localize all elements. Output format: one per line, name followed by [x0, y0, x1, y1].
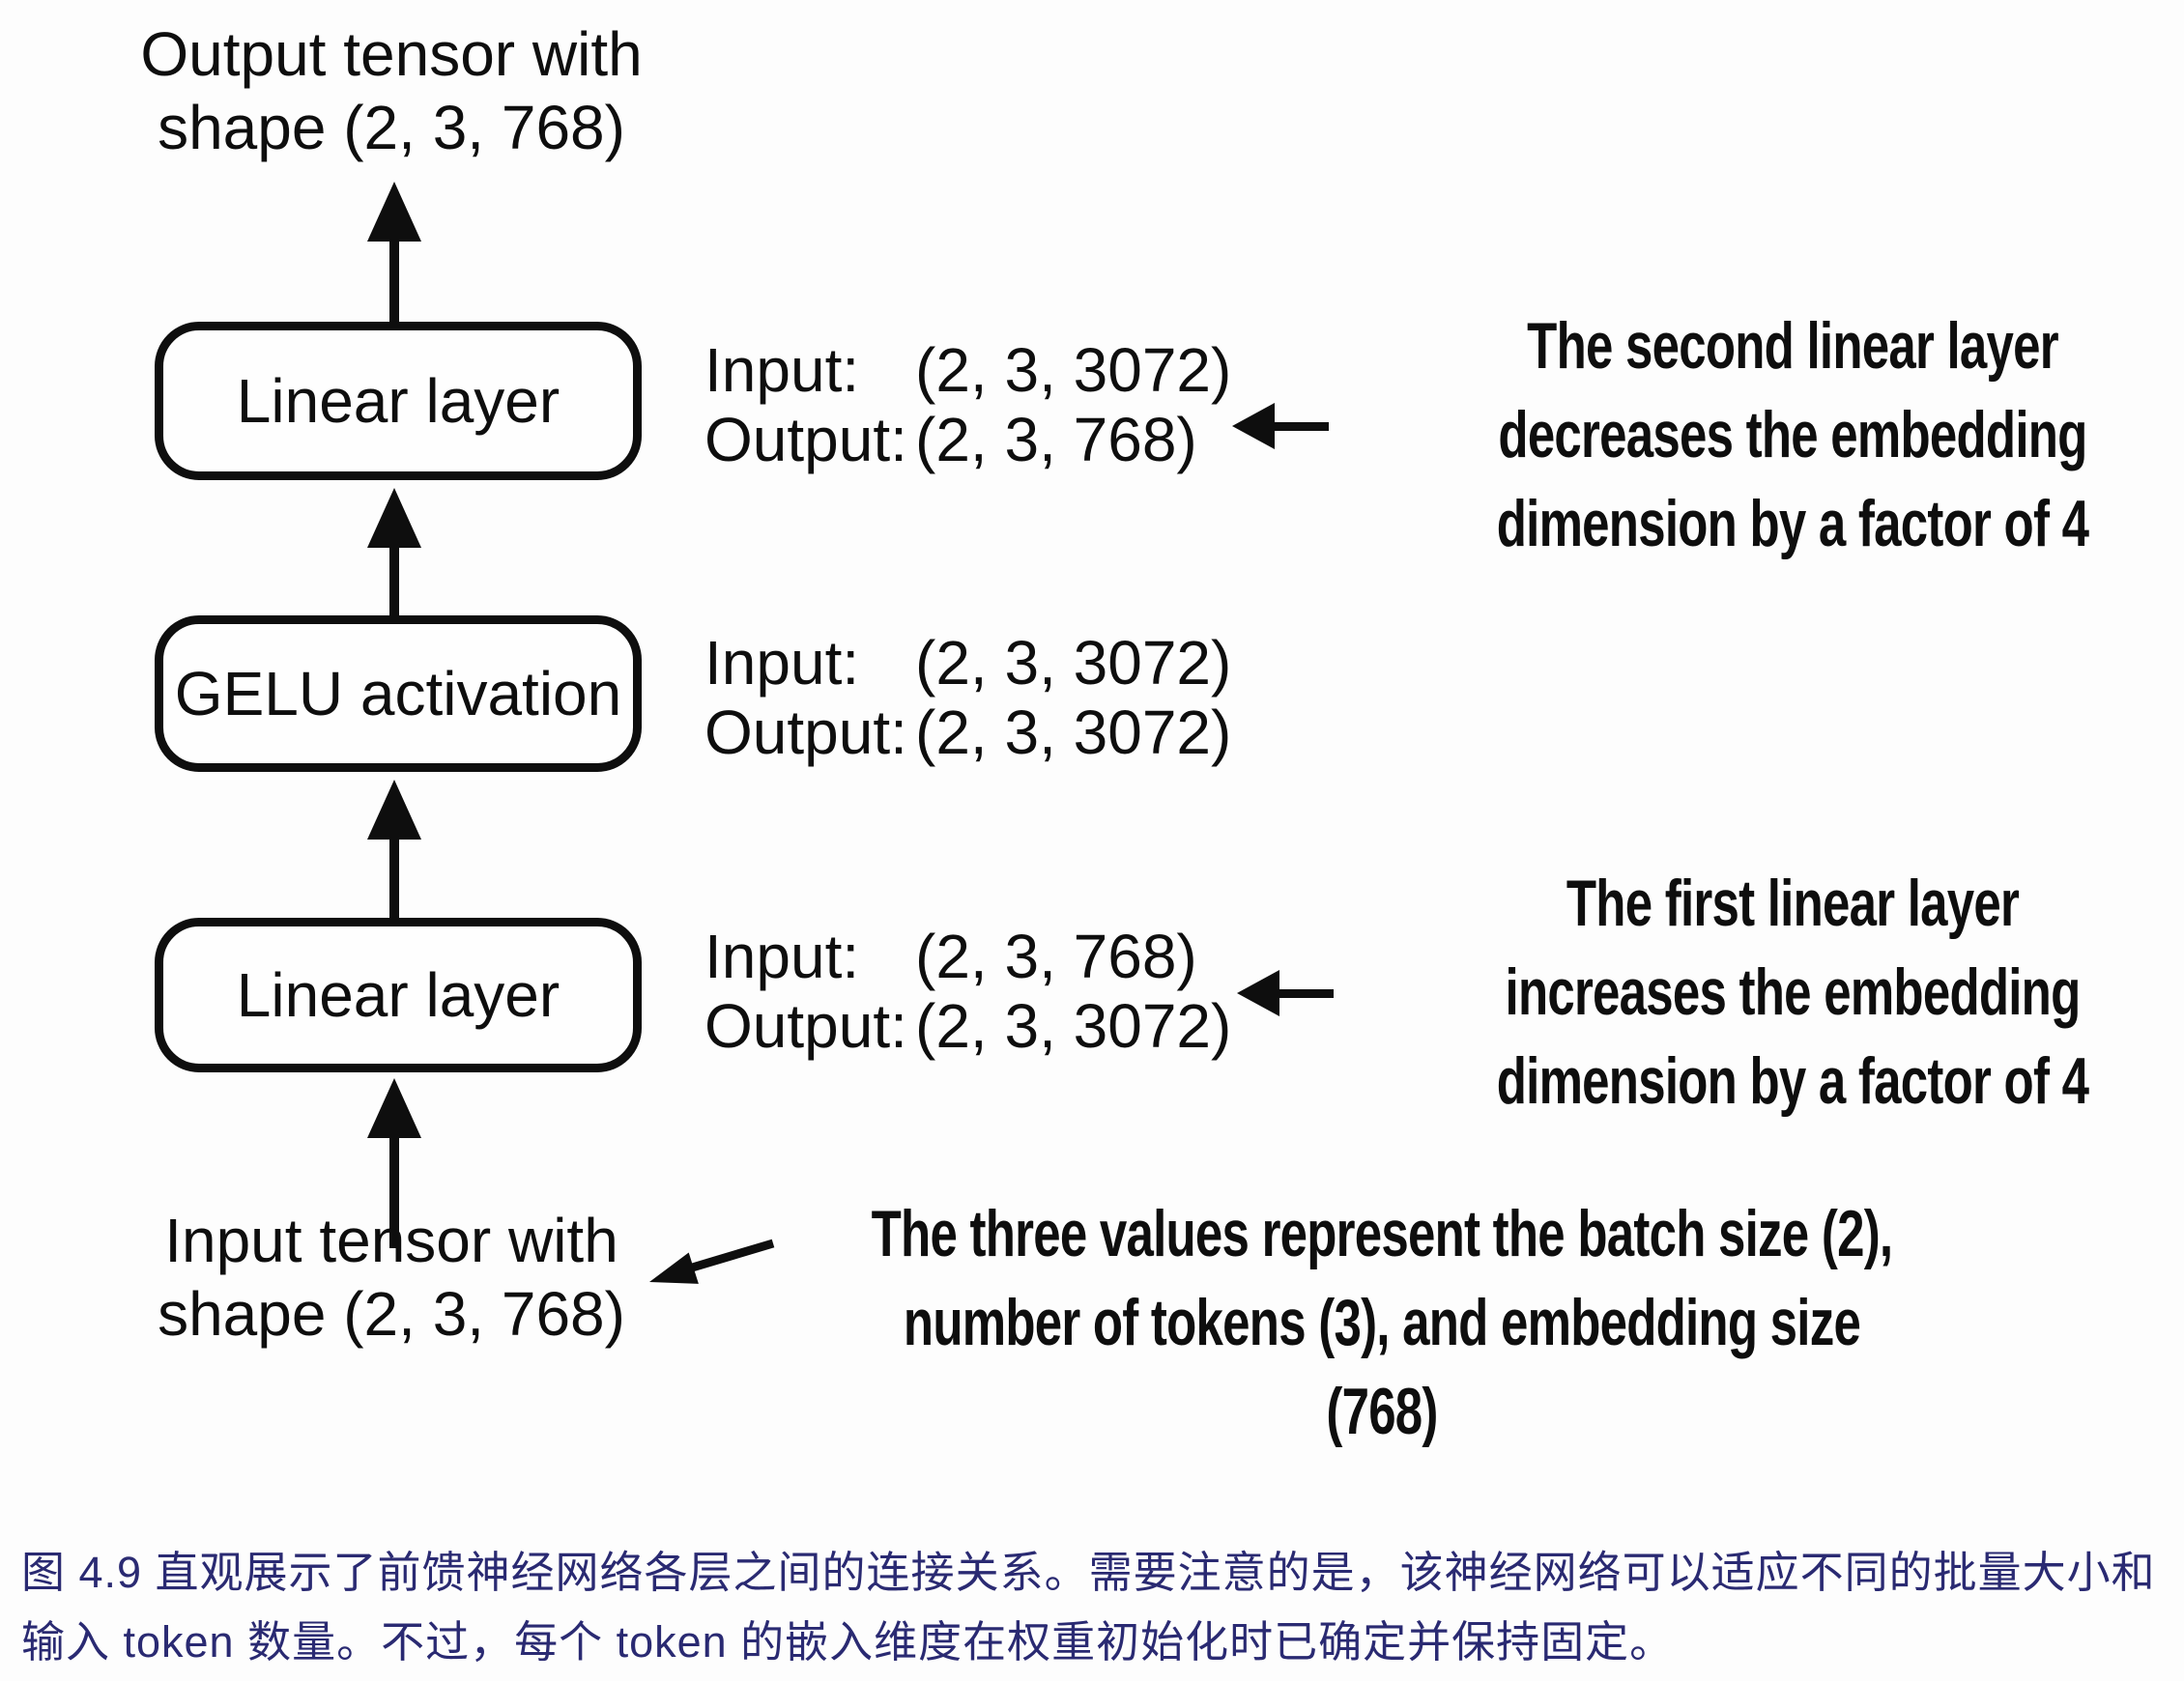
input-tensor-label: Input tensor with shape (2, 3, 768) — [150, 1204, 633, 1351]
annotation-line: increases the embedding — [1505, 955, 2082, 1029]
io-shapes-linear-layer-2: Input: (2, 3, 3072) Output:(2, 3, 768) — [704, 335, 1231, 474]
output-tensor-line2: shape (2, 3, 768) — [158, 93, 625, 162]
io-input-row: Input: (2, 3, 768) — [704, 922, 1231, 991]
arrow-shaft — [1271, 422, 1329, 431]
up-arrow-icon — [367, 1078, 421, 1248]
annotation-line: decreases the embedding — [1498, 398, 2087, 471]
io-shapes-linear-layer-1: Input: (2, 3, 768) Output:(2, 3, 3072) — [704, 922, 1231, 1061]
annotation-line: number of tokens (3), and embedding size — [903, 1286, 1861, 1359]
annotation-line: The second linear layer — [1527, 309, 2058, 383]
annotation-line: dimension by a factor of 4 — [1496, 487, 2089, 560]
input-tensor-line2: shape (2, 3, 768) — [158, 1279, 625, 1349]
io-input-row: Input: (2, 3, 3072) — [704, 335, 1231, 405]
up-arrowhead-icon — [367, 182, 421, 242]
annotation-three-values: The three values represent the batch siz… — [730, 1189, 2034, 1456]
output-shape: (2, 3, 3072) — [915, 991, 1232, 1061]
linear-layer-1-label: Linear layer — [236, 960, 560, 1030]
linear-layer-2-box: Linear layer — [155, 322, 642, 480]
left-arrow-icon — [1237, 970, 1334, 1016]
annotation-second-linear-layer: The second linear layer decreases the em… — [1430, 301, 2155, 568]
arrow-shaft — [389, 834, 399, 918]
up-arrowhead-icon — [367, 780, 421, 840]
annotation-first-linear-layer: The first linear layer increases the emb… — [1430, 859, 2155, 1125]
output-label: Output: — [704, 405, 907, 474]
linear-layer-1-box: Linear layer — [155, 918, 642, 1072]
input-label: Input: — [704, 335, 860, 405]
input-shape: (2, 3, 768) — [915, 922, 1197, 991]
figure-caption: 图 4.9 直观展示了前馈神经网络各层之间的连接关系。需要注意的是，该神经网络可… — [21, 1538, 2163, 1677]
io-shapes-gelu: Input: (2, 3, 3072) Output:(2, 3, 3072) — [704, 628, 1231, 767]
io-input-row: Input: (2, 3, 3072) — [704, 628, 1231, 698]
arrow-shaft — [389, 236, 399, 322]
annotation-line: The three values represent the batch siz… — [871, 1197, 1893, 1270]
io-output-row: Output:(2, 3, 3072) — [704, 698, 1231, 767]
input-shape: (2, 3, 3072) — [915, 335, 1232, 405]
up-arrow-icon — [367, 182, 421, 322]
input-label: Input: — [704, 922, 860, 991]
arrow-shaft — [389, 1132, 399, 1248]
annotation-line: (768) — [1326, 1375, 1438, 1448]
annotation-line: dimension by a factor of 4 — [1496, 1044, 2089, 1118]
up-arrow-icon — [367, 780, 421, 918]
output-label: Output: — [704, 991, 907, 1061]
output-label: Output: — [704, 698, 907, 767]
arrow-shaft — [389, 542, 399, 615]
left-arrowhead-icon — [1237, 970, 1279, 1016]
input-shape: (2, 3, 3072) — [915, 628, 1232, 698]
left-arrow-icon — [1232, 403, 1329, 449]
output-tensor-line1: Output tensor with — [140, 19, 643, 89]
output-shape: (2, 3, 3072) — [915, 698, 1232, 767]
gelu-activation-box: GELU activation — [155, 615, 642, 772]
figure-caption-line1: 图 4.9 直观展示了前馈神经网络各层之间的连接关系。需要注意的是，该神经网络可… — [21, 1548, 2156, 1597]
diagonal-left-arrow-icon — [649, 1239, 775, 1284]
input-label: Input: — [704, 628, 860, 698]
output-shape: (2, 3, 768) — [915, 405, 1197, 474]
output-tensor-label: Output tensor with shape (2, 3, 768) — [101, 17, 681, 164]
arrow-shaft — [1276, 989, 1334, 998]
io-output-row: Output:(2, 3, 768) — [704, 405, 1231, 474]
annotation-line: The first linear layer — [1566, 867, 2020, 940]
input-tensor-line1: Input tensor with — [164, 1206, 618, 1275]
linear-layer-2-label: Linear layer — [236, 366, 560, 436]
up-arrowhead-icon — [367, 488, 421, 548]
figure-caption-line2: 输入 token 数量。不过，每个 token 的嵌入维度在权重初始化时已确定并… — [21, 1617, 1675, 1667]
up-arrow-icon — [367, 488, 421, 615]
up-arrowhead-icon — [367, 1078, 421, 1138]
left-arrowhead-icon — [1232, 403, 1275, 449]
gelu-activation-label: GELU activation — [174, 659, 622, 728]
io-output-row: Output:(2, 3, 3072) — [704, 991, 1231, 1061]
